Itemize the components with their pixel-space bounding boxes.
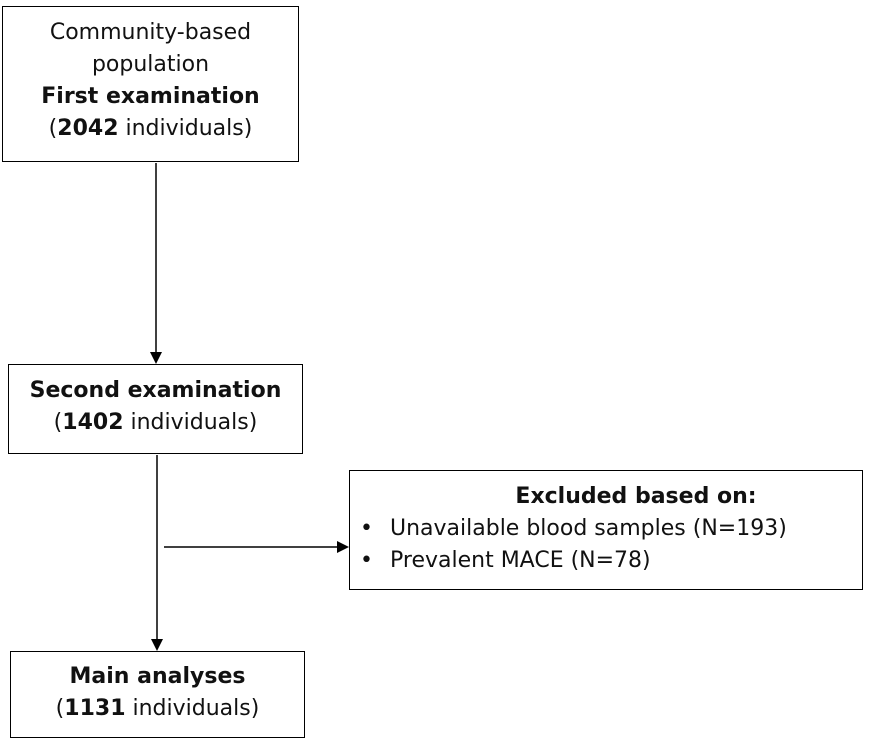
excluded-box: Excluded based on: • Unavailable blood s… [349, 470, 863, 590]
bullet-marker: • [360, 548, 373, 573]
main-analyses-box: Main analyses (1131 individuals) [10, 651, 305, 738]
first-examination-count: 2042 [57, 116, 119, 141]
first-examination-title: First examination [41, 84, 260, 109]
main-analyses-title: Main analyses [69, 664, 246, 689]
count-prefix: ( [55, 696, 65, 721]
excluded-item-label: Unavailable blood samples (N=193) [390, 516, 787, 541]
first-examination-count-line: (2042 individuals) [3, 113, 298, 145]
count-prefix: ( [53, 410, 63, 435]
excluded-item: • Prevalent MACE (N=78) [360, 545, 862, 577]
excluded-item: • Unavailable blood samples (N=193) [360, 513, 862, 545]
second-examination-box: Second examination (1402 individuals) [8, 364, 303, 454]
first-examination-box: Community-based population First examina… [2, 6, 299, 162]
bullet-marker: • [360, 516, 373, 541]
count-suffix: individuals) [118, 116, 253, 141]
second-examination-count-line: (1402 individuals) [9, 407, 302, 439]
excluded-title: Excluded based on: [515, 484, 757, 509]
main-analyses-count-line: (1131 individuals) [11, 693, 304, 725]
excluded-item-label: Prevalent MACE (N=78) [390, 548, 651, 573]
main-analyses-count: 1131 [64, 696, 126, 721]
count-suffix: individuals) [123, 410, 258, 435]
population-label-line1: Community-based [49, 20, 252, 45]
excluded-list: • Unavailable blood samples (N=193) • Pr… [350, 513, 862, 577]
second-examination-count: 1402 [62, 410, 124, 435]
count-prefix: ( [48, 116, 58, 141]
count-suffix: individuals) [125, 696, 260, 721]
population-label-line2: population [91, 52, 210, 77]
second-examination-title: Second examination [29, 378, 282, 403]
